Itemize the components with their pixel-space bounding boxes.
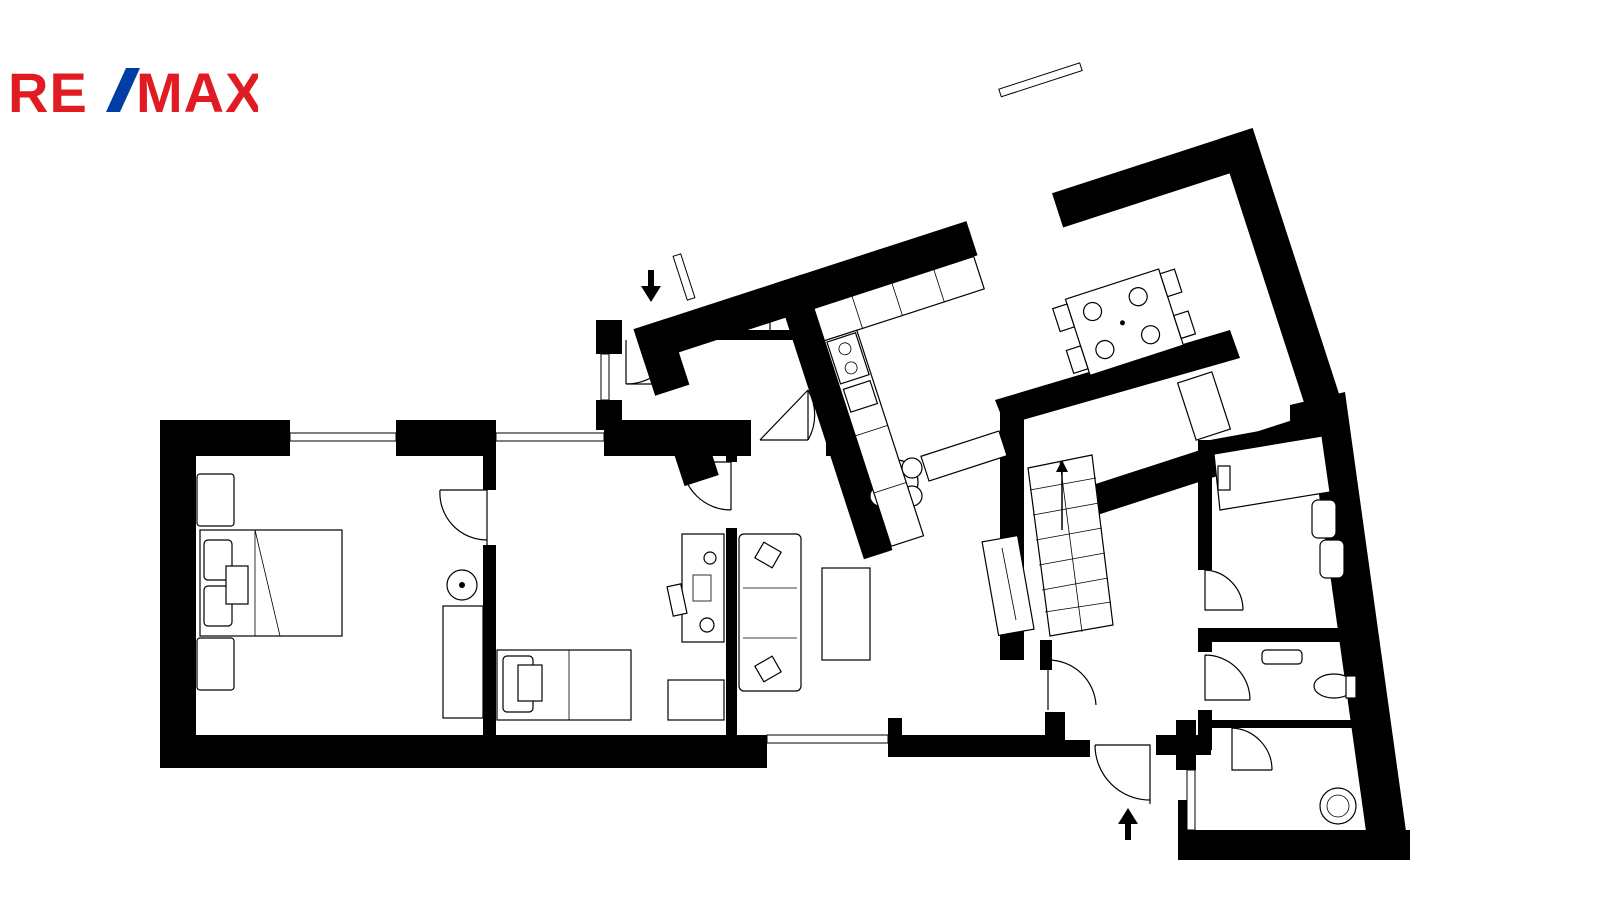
remax-logo: RE MAX [8, 61, 258, 124]
windows [289, 62, 1196, 831]
svg-text:RE: RE [8, 61, 88, 124]
east-walls [995, 330, 1410, 860]
doors [439, 307, 1273, 804]
stairs-arrow-icon [1056, 460, 1068, 530]
down-arrow-icon [641, 270, 661, 302]
stairs [1027, 454, 1114, 637]
kitchen-dining-furniture [813, 255, 1197, 547]
room2-furniture [496, 533, 725, 721]
svg-text:MAX: MAX [136, 61, 258, 124]
bedroom-furniture [196, 473, 484, 719]
left-wing-walls [160, 420, 1050, 768]
up-arrow-icon [1118, 808, 1138, 840]
bath-fixtures [1176, 371, 1357, 825]
